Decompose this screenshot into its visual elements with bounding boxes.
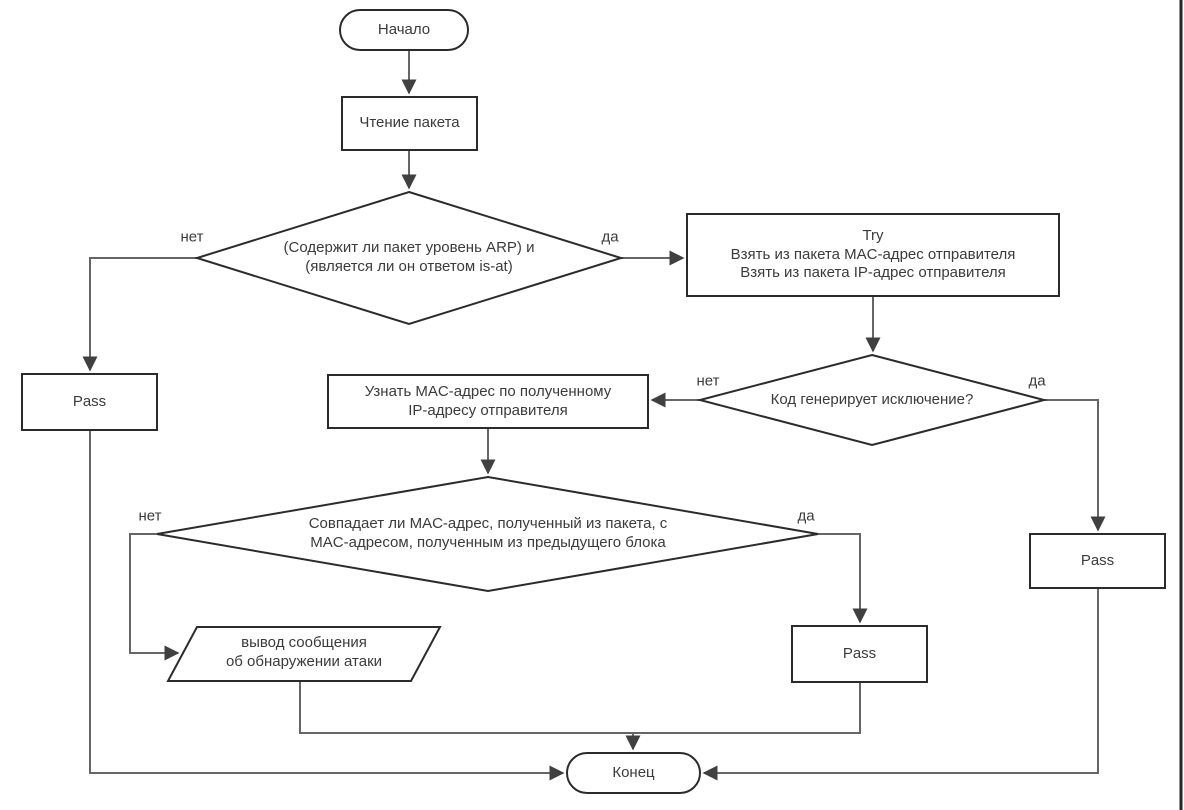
edge-match-yes-to-pass: [818, 533, 868, 624]
edge-pass-left-to-end: [89, 430, 565, 781]
start-terminator-shape: [339, 9, 469, 51]
edge-match-no-to-output: [129, 533, 180, 661]
end-terminator-shape: [566, 752, 701, 794]
output-attack-shape: [166, 626, 442, 682]
edge-pass-match-merge: [633, 682, 861, 734]
try-block-shape: [686, 213, 1060, 297]
edge-arp-no-to-pass: [82, 257, 197, 372]
match-decision-shape: [156, 475, 819, 593]
pass-match-yes-shape: [791, 625, 928, 683]
arp-decision-shape: [193, 190, 625, 326]
pass-exception-yes-shape: [1029, 533, 1166, 589]
read-packet-shape: [341, 96, 478, 151]
edge-exception-yes-to-pass: [1044, 399, 1106, 532]
edge-pass-right-to-end: [702, 588, 1099, 781]
exception-decision-shape: [696, 353, 1048, 447]
pass-arp-no-shape: [21, 373, 158, 431]
edge-output-to-end: [299, 681, 641, 751]
lookup-mac-shape: [327, 374, 649, 429]
